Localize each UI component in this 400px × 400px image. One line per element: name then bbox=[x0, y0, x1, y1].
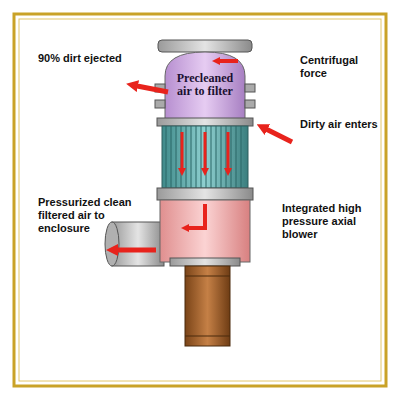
callout-label: Centrifugal force bbox=[300, 54, 382, 80]
callout-label: Pressurized clean filtered air to enclos… bbox=[38, 196, 148, 235]
callout-label: Dirty air enters bbox=[300, 118, 382, 131]
part-label: Precleaned air to filter bbox=[168, 72, 242, 98]
callout-label: Integrated high pressure axial blower bbox=[282, 202, 382, 241]
callout-label: 90% dirt ejected bbox=[38, 52, 148, 65]
